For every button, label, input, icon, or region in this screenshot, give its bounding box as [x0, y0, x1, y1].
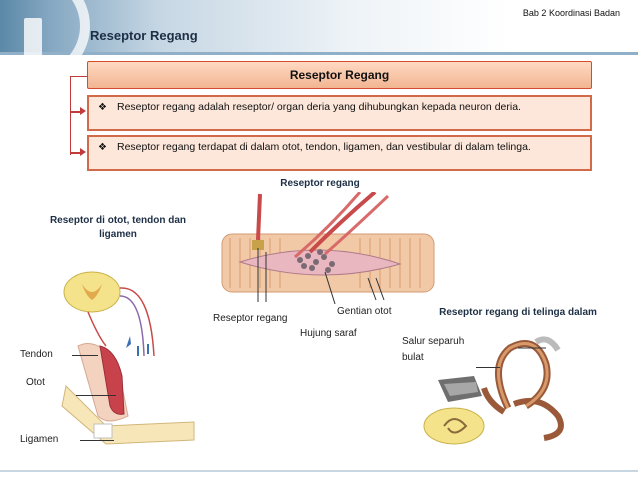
- caption-center: Reseptor regang: [280, 178, 360, 189]
- label-ligamen: Ligamen: [20, 434, 59, 445]
- connector-arrowhead-1: [80, 107, 86, 115]
- diamond-bullet-icon: ❖: [98, 142, 107, 153]
- bracket-connector: [70, 76, 87, 155]
- header-band: [0, 0, 638, 52]
- pointer-line-otot: [76, 395, 116, 396]
- muscle-tendon-illustration: [61, 271, 195, 445]
- inner-ear-illustration: [423, 336, 564, 445]
- label-gentian-otot: Gentian otot: [337, 306, 392, 317]
- muscle-fibre-illustration: [221, 192, 435, 305]
- topic-title-box: Reseptor Regang: [87, 61, 592, 89]
- pointer-line-tendon: [72, 355, 98, 356]
- pointer-line-salur: [476, 367, 500, 368]
- point-text-2: Reseptor regang terdapat di dalam otot, …: [117, 141, 531, 153]
- diamond-bullet-icon: ❖: [98, 102, 107, 113]
- topic-title: Reseptor Regang: [289, 68, 390, 82]
- connector-arrowhead-2: [80, 148, 86, 156]
- point-box-1: ❖ Reseptor regang adalah reseptor/ organ…: [87, 95, 592, 131]
- pointer-line-ligamen: [80, 440, 114, 441]
- point-text-1: Reseptor regang adalah reseptor/ organ d…: [117, 101, 521, 113]
- chapter-label: Bab 2 Koordinasi Badan: [522, 8, 620, 18]
- label-hujung-saraf: Hujung saraf: [300, 328, 357, 339]
- label-salur-separuh-bulat: Salur separuh bulat: [402, 336, 465, 363]
- caption-right: Reseptor regang di telinga dalam: [439, 307, 597, 318]
- footer-divider: [0, 470, 638, 472]
- caption-left: Reseptor di otot, tendon dan ligamen: [49, 215, 187, 240]
- connector-arrow-line-2: [71, 152, 81, 154]
- label-tendon: Tendon: [20, 349, 53, 360]
- connector-arrow-line-1: [71, 111, 81, 113]
- header-divider: [0, 52, 638, 55]
- logo-ring: [0, 0, 90, 82]
- point-box-2: ❖ Reseptor regang terdapat di dalam otot…: [87, 135, 592, 171]
- label-otot: Otot: [26, 377, 45, 388]
- label-reseptor-regang: Reseptor regang: [213, 313, 288, 324]
- logo-stem: [24, 18, 42, 76]
- page-title: Reseptor Regang: [90, 28, 198, 43]
